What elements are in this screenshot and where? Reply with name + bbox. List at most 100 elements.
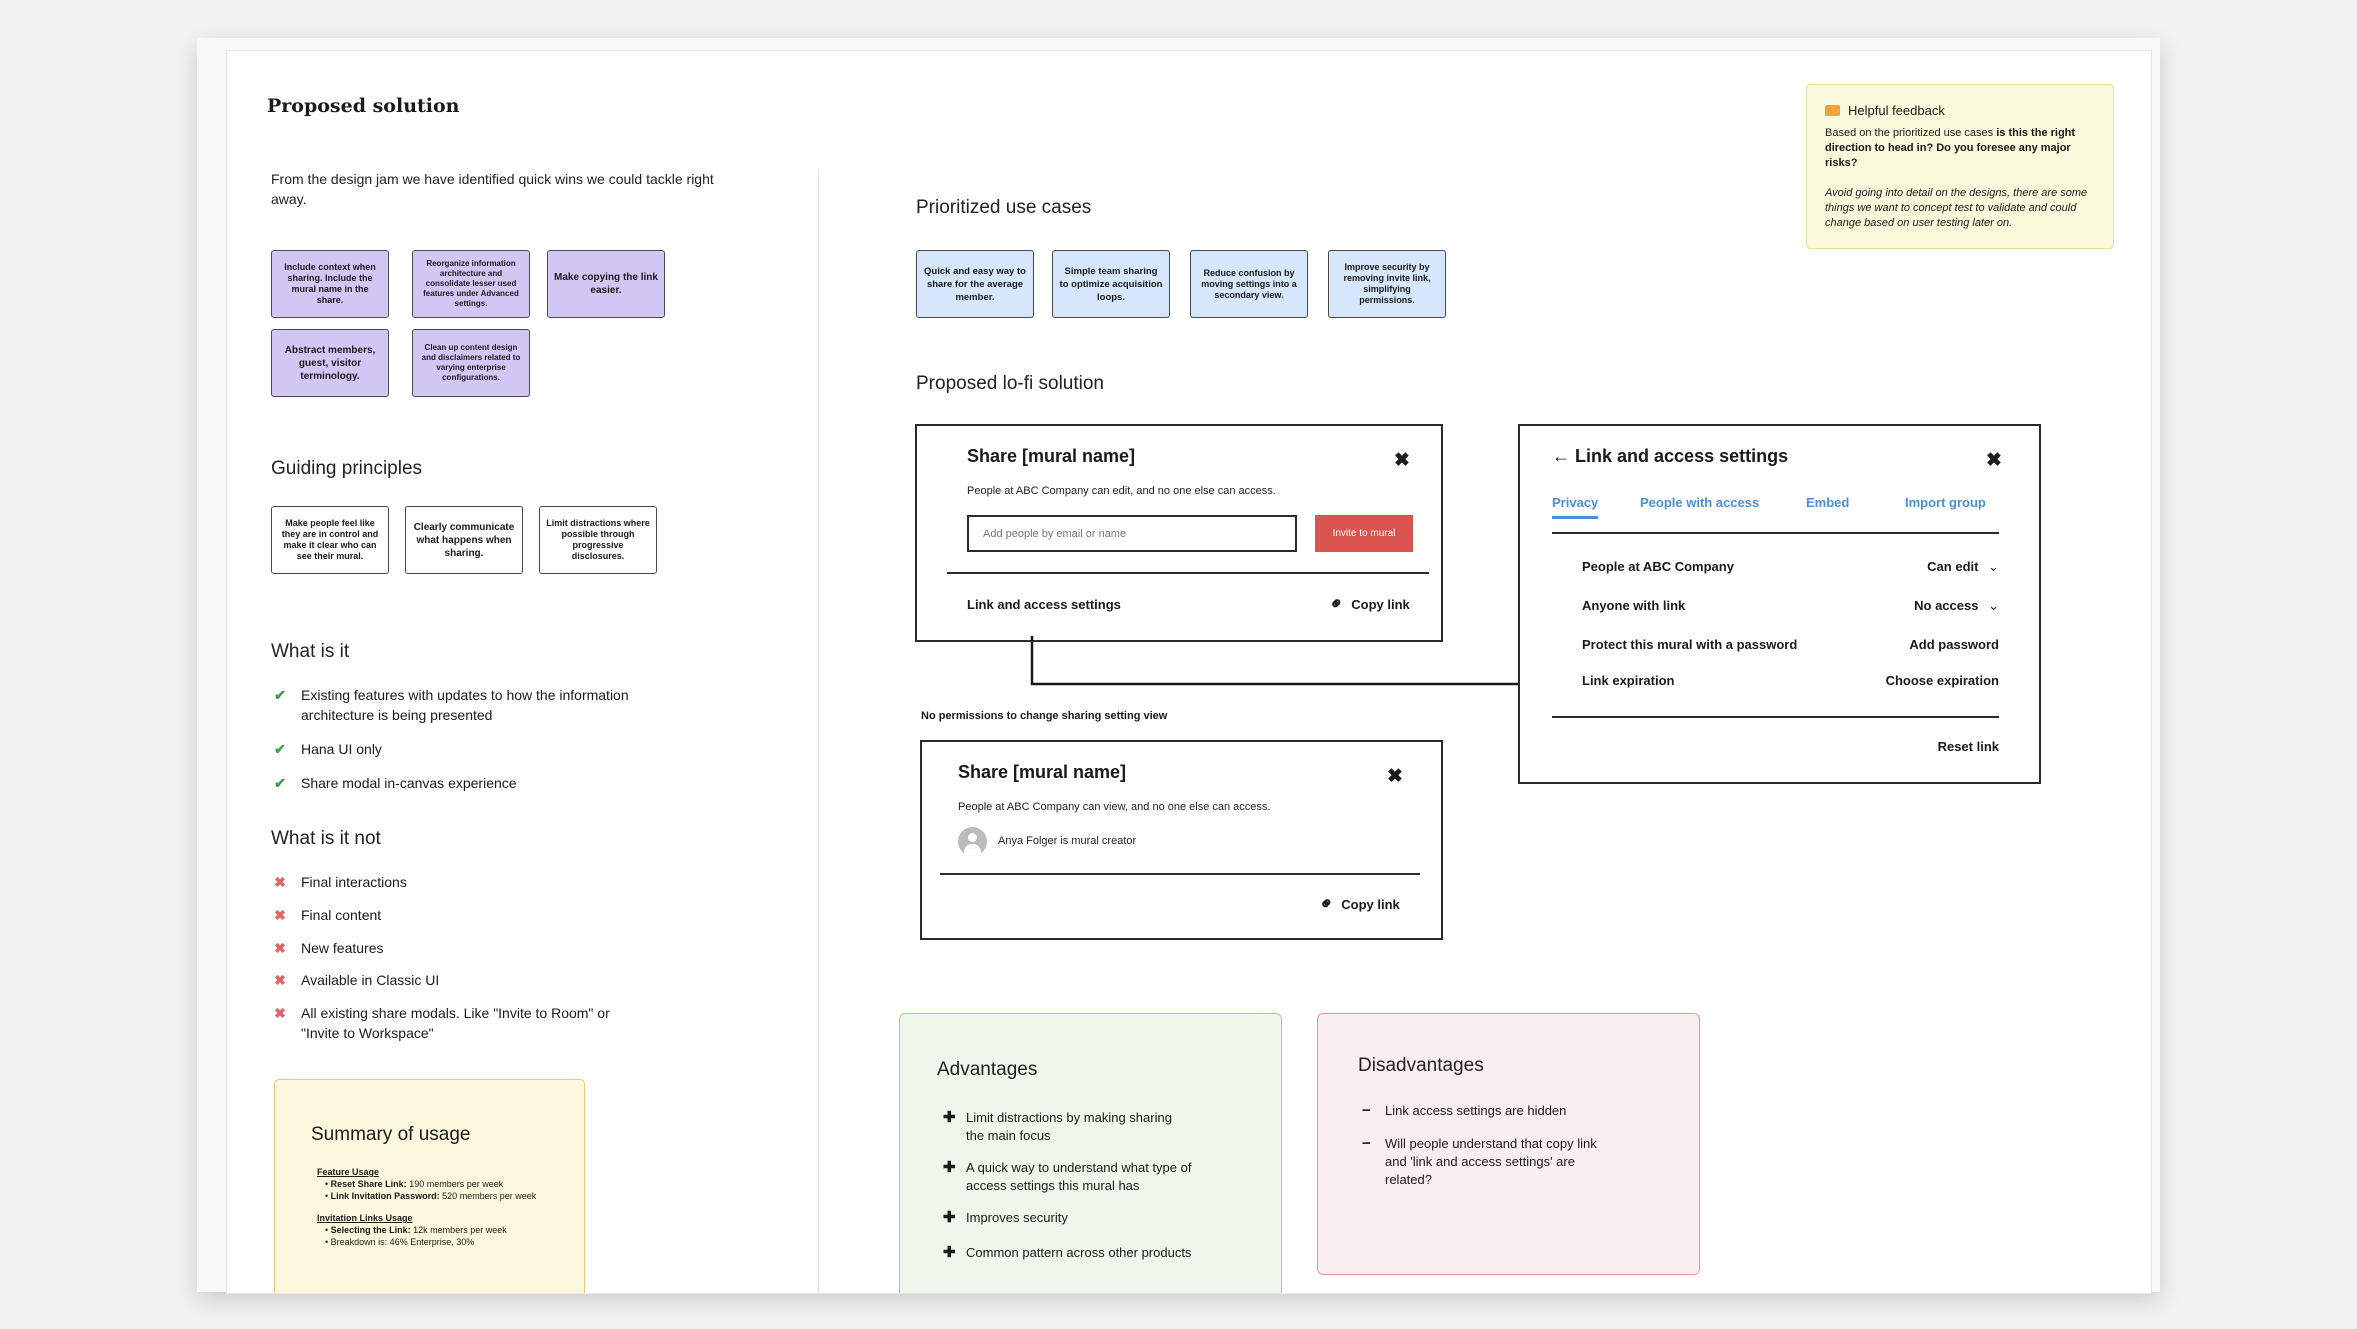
disadvantage-item: −Link access settings are hidden: [1362, 1102, 1567, 1119]
lofi-title: Proposed lo-fi solution: [916, 373, 1104, 394]
no-permission-label: No permissions to change sharing setting…: [921, 710, 1168, 722]
share-modal-title: Share [mural name]: [958, 762, 1127, 782]
check-icon: ✔: [274, 775, 286, 791]
tab-privacy[interactable]: Privacy: [1552, 495, 1599, 519]
quick-win-sticky[interactable]: Abstract members, guest, visitor termino…: [271, 329, 389, 397]
quick-win-sticky[interactable]: Clean up content design and disclaimers …: [412, 329, 530, 397]
quick-win-sticky[interactable]: Make copying the link easier.: [547, 250, 665, 318]
use-case-sticky[interactable]: Quick and easy way to share for the aver…: [916, 250, 1034, 318]
link-settings-modal: ← Link and access settings ✖ Privacy Peo…: [1518, 424, 2041, 784]
back-arrow-icon[interactable]: ←: [1552, 446, 1570, 466]
divider: [940, 873, 1420, 875]
principle-sticky[interactable]: Limit distractions where possible throug…: [539, 506, 657, 574]
list-item: ✖Final interactions: [271, 872, 671, 892]
list-item: ✔Share modal in-canvas experience: [271, 773, 671, 793]
principle-sticky[interactable]: Clearly communicate what happens when sh…: [405, 506, 523, 574]
use-case-sticky[interactable]: Improve security by removing invite link…: [1328, 250, 1446, 318]
row-label: People at ABC Company: [1582, 559, 1734, 574]
summary-heading: Invitation Links Usage: [317, 1213, 413, 1223]
column-divider: [818, 169, 819, 1293]
list-item: ✖Available in Classic UI: [271, 970, 671, 990]
prioritized-title: Prioritized use cases: [916, 197, 1092, 218]
divider: [1552, 716, 1999, 718]
close-icon[interactable]: ✖: [1387, 766, 1403, 787]
list-item: ✖New features: [271, 938, 671, 958]
use-case-sticky[interactable]: Simple team sharing to optimize acquisit…: [1052, 250, 1170, 318]
link-settings-link[interactable]: Link and access settings: [967, 597, 1121, 612]
share-modal-subtitle: People at ABC Company can edit, and no o…: [967, 485, 1276, 497]
share-modal: Share [mural name] ✖ People at ABC Compa…: [915, 424, 1443, 642]
disadvantages-card: Disadvantages −Link access settings are …: [1317, 1013, 1700, 1275]
summary-card: Summary of usage Feature Usage • Reset S…: [274, 1079, 585, 1293]
copy-link-button[interactable]: ⚭Copy link: [1325, 591, 1410, 616]
share-modal-subtitle: People at ABC Company can view, and no o…: [958, 801, 1271, 813]
link-icon: ⚭: [1315, 891, 1339, 916]
check-icon: ✔: [274, 741, 286, 757]
cross-icon: ✖: [274, 940, 286, 956]
minus-icon: −: [1362, 1102, 1371, 1119]
cross-icon: ✖: [274, 907, 286, 923]
add-people-input[interactable]: [967, 515, 1297, 552]
what-is-it-title: What is it: [271, 641, 350, 662]
cross-icon: ✖: [274, 1005, 286, 1021]
tab-import-group[interactable]: Import group: [1905, 495, 1986, 510]
summary-bullet: • Link Invitation Password: 520 members …: [325, 1191, 537, 1201]
feedback-note: Avoid going into detail on the designs, …: [1825, 187, 2088, 229]
disadvantage-item: −Will people understand that copy link a…: [1362, 1135, 1597, 1187]
plus-icon: ✚: [943, 1109, 956, 1126]
link-settings-title: ← Link and access settings: [1552, 446, 1789, 466]
list-item: ✖All existing share modals. Like "Invite…: [271, 1003, 611, 1043]
divider: [1552, 532, 1999, 534]
advantages-card: Advantages ✚Limit distractions by making…: [899, 1013, 1282, 1293]
advantage-item: ✚Improves security: [943, 1209, 1068, 1226]
plus-icon: ✚: [943, 1209, 956, 1226]
copy-link-button[interactable]: ⚭Copy link: [1315, 891, 1400, 916]
close-icon[interactable]: ✖: [1394, 450, 1410, 471]
board-title: Proposed solution: [267, 95, 460, 117]
advantage-item: ✚A quick way to understand what type of …: [943, 1159, 1192, 1193]
cross-icon: ✖: [274, 874, 286, 890]
principle-sticky[interactable]: Make people feel like they are in contro…: [271, 506, 389, 574]
cross-icon: ✖: [274, 972, 286, 988]
list-item: ✖Final content: [271, 905, 671, 925]
summary-bullet: • Reset Share Link: 190 members per week: [325, 1179, 504, 1189]
summary-heading: Feature Usage: [317, 1167, 380, 1177]
avatar: [958, 827, 987, 856]
creator-label: Anya Folger is mural creator: [998, 835, 1137, 847]
chevron-down-icon: ⌄: [1988, 598, 1999, 613]
reset-link-button[interactable]: Reset link: [1937, 739, 1999, 754]
what-is-it-not-title: What is it not: [271, 828, 381, 849]
invite-button[interactable]: Invite to mural: [1315, 515, 1413, 552]
plus-icon: ✚: [943, 1244, 956, 1261]
advantages-title: Advantages: [937, 1059, 1038, 1080]
list-item: ✔Existing features with updates to how t…: [271, 685, 671, 725]
speech-bubble-icon: [1825, 105, 1840, 116]
tab-people-with-access[interactable]: People with access: [1640, 495, 1760, 510]
advantage-item: ✚Common pattern across other products: [943, 1244, 1192, 1261]
row-label: Protect this mural with a password: [1582, 637, 1798, 652]
minus-icon: −: [1362, 1135, 1371, 1152]
choose-expiration-link[interactable]: Choose expiration: [1885, 673, 1999, 688]
use-case-sticky[interactable]: Reduce confusion by moving settings into…: [1190, 250, 1308, 318]
share-modal-readonly: Share [mural name] ✖ People at ABC Compa…: [920, 740, 1443, 940]
advantage-item: ✚Limit distractions by making sharing th…: [943, 1109, 1172, 1143]
feedback-header: Helpful feedback: [1825, 103, 2095, 118]
row-label: Link expiration: [1582, 673, 1675, 688]
summary-title: Summary of usage: [311, 1124, 471, 1145]
summary-bullet: • Selecting the Link: 12k members per we…: [325, 1225, 507, 1235]
permission-dropdown[interactable]: No access ⌄: [1914, 598, 1999, 613]
permission-dropdown[interactable]: Can edit ⌄: [1927, 559, 1999, 574]
guiding-principles-title: Guiding principles: [271, 458, 423, 479]
quick-win-sticky[interactable]: Include context when sharing. Include th…: [271, 250, 389, 318]
plus-icon: ✚: [943, 1159, 956, 1176]
tab-embed[interactable]: Embed: [1806, 495, 1850, 510]
quick-win-sticky[interactable]: Reorganize information architecture and …: [412, 250, 530, 318]
link-icon: ⚭: [1325, 591, 1349, 616]
feedback-card: Helpful feedback Based on the prioritize…: [1806, 84, 2114, 249]
disadvantages-title: Disadvantages: [1358, 1055, 1484, 1076]
board: Proposed solution From the design jam we…: [226, 50, 2152, 1294]
summary-bullet: • Breakdown is: 46% Enterprise, 30%: [325, 1237, 475, 1247]
add-password-link[interactable]: Add password: [1909, 637, 1999, 652]
row-label: Anyone with link: [1582, 598, 1686, 613]
close-icon[interactable]: ✖: [1986, 450, 2002, 471]
